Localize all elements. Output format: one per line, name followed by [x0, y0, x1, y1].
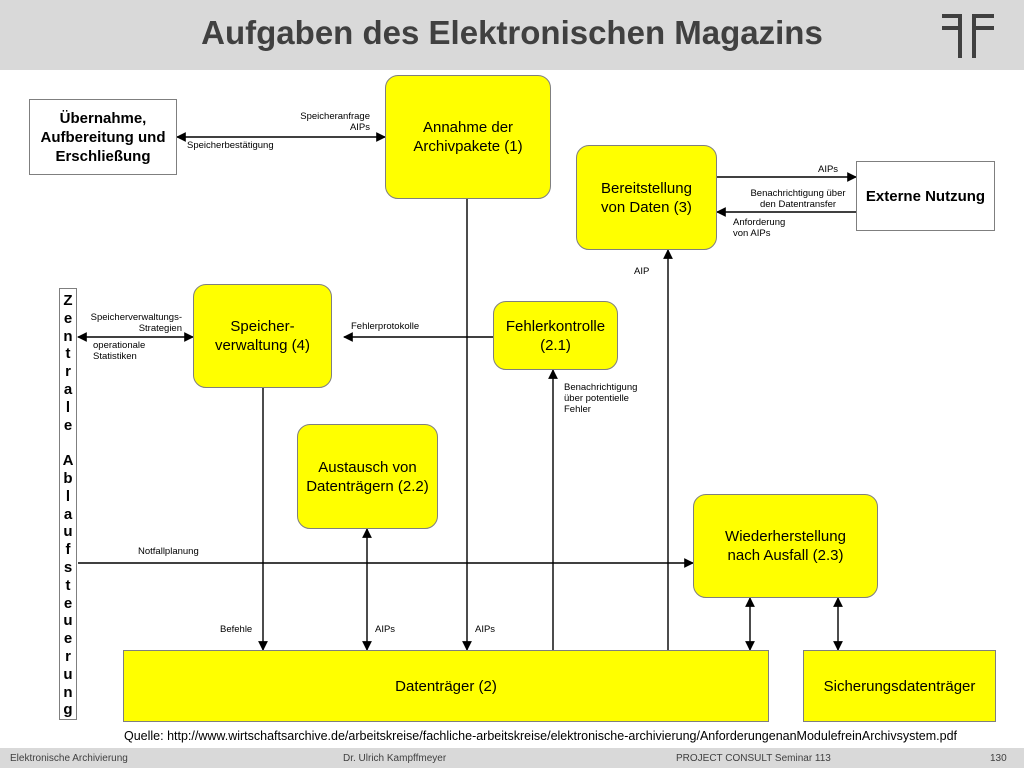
speicherbestaetigung-label: Speicherbestätigung — [187, 140, 274, 151]
slide-title: Aufgaben des Elektronischen Magazins — [201, 14, 823, 51]
header-bar — [0, 0, 1024, 70]
page-number: 130 — [990, 753, 1007, 764]
logo-icon — [942, 14, 994, 58]
befehle-label: Befehle — [220, 624, 253, 635]
footer-left: Elektronische Archivierung — [10, 753, 128, 764]
benachrichtigung-transfer-label: Benachrichtigung über den Datentransfer — [750, 188, 846, 210]
uebernahme-box: Übernahme, Aufbereitung und Erschließung — [29, 99, 177, 175]
aips-label-1: AIPs — [375, 624, 396, 635]
notfallplanung-label: Notfallplanung — [138, 546, 199, 557]
footer-center: Dr. Ulrich Kampffmeyer — [343, 753, 447, 764]
annahme-box: Annahme der Archivpakete (1) — [385, 75, 551, 199]
fehlerprotokolle-label: Fehlerprotokolle — [351, 321, 420, 332]
speicheranfrage-label: Speicheranfrage AIPs — [300, 111, 370, 133]
aips-label-2: AIPs — [475, 624, 496, 635]
sicherungsdatentraeger-box: Sicherungsdatenträger — [803, 650, 996, 722]
statistiken-label: operationale Statistiken — [93, 340, 146, 362]
austausch-box: Austausch von Datenträgern (2.2) — [297, 424, 438, 529]
datentraeger-box: Datenträger (2) — [123, 650, 769, 722]
footer-bar: Elektronische Archivierung Dr. Ulrich Ka… — [0, 748, 1024, 768]
externe-nutzung-box: Externe Nutzung — [856, 161, 995, 231]
aip-label: AIP — [634, 266, 650, 277]
fehlerkontrolle-box: Fehlerkontrolle (2.1) — [493, 301, 618, 370]
source-citation: Quelle: http://www.wirtschaftsarchive.de… — [124, 729, 958, 743]
bereitstellung-box: Bereitstellung von Daten (3) — [576, 145, 717, 250]
wiederherstellung-box: Wiederherstellung nach Ausfall (2.3) — [693, 494, 878, 598]
aips-out-label: AIPs — [818, 164, 839, 175]
footer-right: PROJECT CONSULT Seminar 113 — [676, 753, 831, 764]
verwaltungs-strategien-label: Speicherverwaltungs- Strategien — [90, 312, 182, 334]
anforderung-label: Anforderung von AIPs — [733, 217, 786, 239]
speicherverwaltung-box: Speicher- verwaltung (4) — [193, 284, 332, 388]
benachrichtigung-fehler-label: Benachrichtigung über potentielle Fehler — [564, 382, 638, 415]
